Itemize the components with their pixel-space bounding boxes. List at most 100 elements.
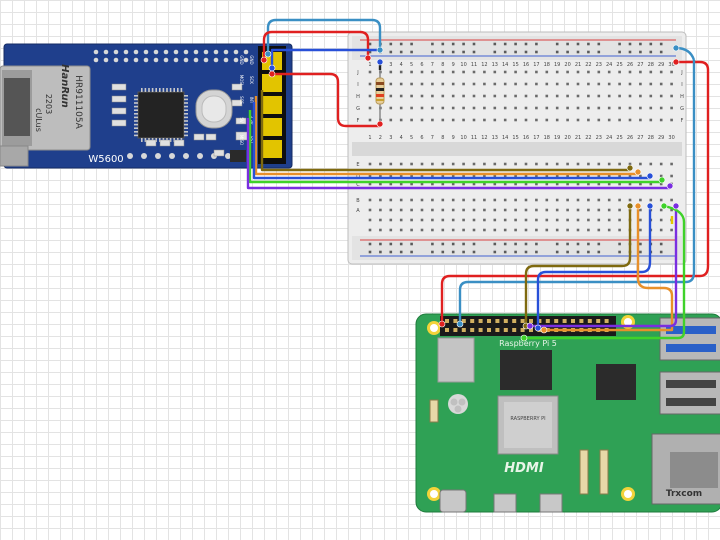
micro-hdmi-port-1[interactable] [493,493,517,513]
pin-label: RST [249,136,254,144]
module-name-text: W5600 [88,154,123,165]
jack-part-text: HR911105A [73,75,83,129]
resistor[interactable] [375,62,385,124]
wire-endpoints [260,44,680,342]
row-letter: F [357,118,360,124]
row-letter: J [680,70,682,76]
column-number: 15 [512,62,518,68]
wire-purple-pi[interactable] [530,206,678,328]
row-letter: G [356,106,360,112]
pin-label: SCK [249,76,254,84]
column-number: 1 [368,135,371,141]
wire-olive-pi[interactable] [524,206,632,326]
column-number: 26 [627,135,633,141]
wire-blue-pi[interactable] [536,206,652,328]
column-number: 8 [441,62,444,68]
column-number: 7 [431,62,434,68]
column-number: 11 [471,62,477,68]
column-number: 27 [637,62,643,68]
row-letter: I [357,82,358,88]
row-letter: J [356,70,358,76]
column-number: 6 [420,62,423,68]
wire-blue-top[interactable] [270,48,380,68]
wire-red-top-1[interactable] [262,30,370,60]
module-pin-holes [93,49,249,159]
row-letter: E [356,162,359,168]
column-number: 24 [606,135,612,141]
column-number: 18 [544,62,550,68]
column-number: 23 [596,62,602,68]
hdmi-label-text: HDMI [504,461,544,476]
column-number: 3 [389,135,392,141]
column-number: 14 [502,62,508,68]
column-number: 18 [544,135,550,141]
pin-label: 3.3V [249,115,254,124]
column-number: 10 [460,62,466,68]
column-number: 23 [596,135,602,141]
wire-orange[interactable] [254,96,638,176]
column-number: 26 [627,62,633,68]
usb-c-power-port[interactable] [439,489,467,513]
wire-green-pi[interactable] [524,204,686,340]
w5500-chip [134,88,188,142]
column-number: 27 [637,135,643,141]
column-number: 22 [585,62,591,68]
breadboard-holes [368,42,673,254]
fan-connector[interactable] [429,399,439,423]
row-letter: G [680,106,684,112]
row-letter: H [680,94,684,100]
column-number: 13 [492,135,498,141]
wire-cyan-top[interactable] [266,18,382,54]
wire-red-power[interactable] [440,265,710,324]
column-number: 28 [648,62,654,68]
wires [246,18,710,340]
row-letter: A [356,208,360,214]
column-number: 7 [431,135,434,141]
pin-label: MISO [239,135,244,145]
camera-connector-1[interactable] [579,449,589,495]
column-number: 20 [564,135,570,141]
column-number: 6 [420,135,423,141]
column-number: 12 [481,135,487,141]
column-number: 25 [616,62,622,68]
pin-label: INT [249,97,254,104]
column-number: 19 [554,135,560,141]
column-number: 21 [575,62,581,68]
wire-olive[interactable] [260,90,630,172]
wire-purple[interactable] [246,118,670,190]
wire-orange-pi[interactable] [544,206,674,332]
column-number: 4 [400,135,403,141]
column-number: 9 [452,135,455,141]
column-number: 16 [523,135,529,141]
wire-red-rail[interactable] [676,60,710,266]
wire-red-top-2[interactable] [272,72,380,128]
wire-blue-mid[interactable] [252,102,650,180]
column-number: 11 [471,135,477,141]
column-number: 24 [606,62,612,68]
column-number: 20 [564,62,570,68]
pin-label: 5V [239,117,244,123]
breadboard: 1122334455667788991010111112121313141415… [347,31,687,265]
column-number: 3 [389,62,392,68]
column-number: 2 [379,135,382,141]
camera-connector-2[interactable] [599,449,609,495]
pin-label: GND [249,55,254,64]
row-letter: I [681,82,682,88]
micro-hdmi-port-2[interactable] [539,493,563,513]
column-number: 1 [368,62,371,68]
ethernet-brand-text: Trxcom [666,489,702,499]
column-number: 15 [512,135,518,141]
usb-port-2[interactable] [659,371,720,415]
column-number: 30 [668,135,674,141]
wire-green[interactable] [248,110,662,184]
row-letter: H [356,94,360,100]
column-number: 14 [502,135,508,141]
column-number: 28 [648,135,654,141]
column-number: 25 [616,135,622,141]
column-number: 30 [668,62,674,68]
row-letter: C [356,182,360,188]
ram-chip [596,364,636,400]
wire-cyan-pi[interactable] [458,60,696,324]
